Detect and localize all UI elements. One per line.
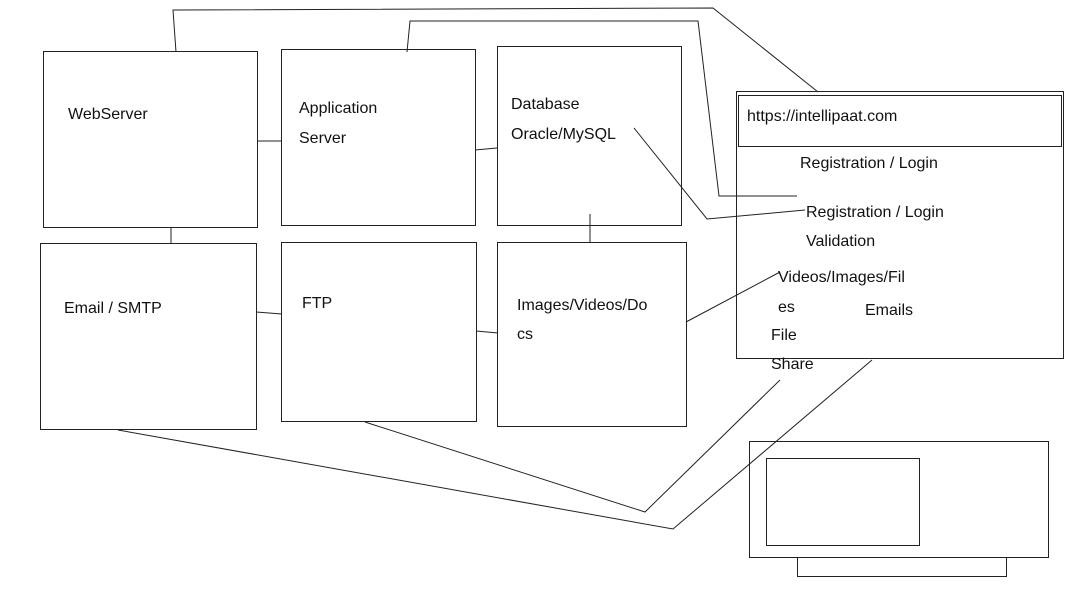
application-server-label-line2: Server bbox=[299, 130, 347, 147]
link-media-videos bbox=[685, 271, 781, 323]
email-smtp-box bbox=[40, 243, 257, 430]
application-server-box bbox=[281, 49, 476, 226]
link-email-browser bbox=[117, 359, 873, 530]
webserver-label: WebServer bbox=[68, 106, 148, 123]
media-storage-box bbox=[497, 242, 687, 427]
link-ftp-media bbox=[475, 330, 499, 334]
database-label-line1: Database bbox=[511, 96, 580, 113]
monitor-screen bbox=[766, 458, 920, 546]
media-storage-label-line1: Images/Videos/Do bbox=[517, 297, 648, 314]
url-bar bbox=[738, 95, 1062, 147]
email-smtp-label: Email / SMTP bbox=[64, 300, 162, 317]
file-share-label-line1: File bbox=[771, 327, 797, 344]
monitor-stand bbox=[797, 557, 1007, 577]
ftp-box bbox=[281, 242, 477, 422]
emails-label: Emails bbox=[865, 302, 914, 319]
registration-login-label: Registration / Login bbox=[800, 155, 938, 172]
videos-images-files-label-line2: es bbox=[778, 299, 795, 316]
ftp-label: FTP bbox=[302, 295, 333, 312]
file-share-label-line2: Share bbox=[771, 356, 814, 373]
database-label-line2: Oracle/MySQL bbox=[511, 126, 616, 143]
link-ftp-fileshare bbox=[364, 379, 781, 513]
link-appserver-registration bbox=[406, 20, 797, 197]
url-text: https://intellipaat.com bbox=[747, 108, 898, 125]
validation-label-line2: Validation bbox=[806, 233, 876, 250]
application-server-label-line1: Application bbox=[299, 100, 378, 117]
link-webserver-browser bbox=[172, 7, 819, 93]
link-database-validation bbox=[633, 127, 806, 220]
videos-images-files-label-line1: Videos/Images/Fil bbox=[778, 269, 905, 286]
link-email-ftp bbox=[255, 311, 283, 315]
validation-label-line1: Registration / Login bbox=[806, 204, 944, 221]
link-app-db bbox=[474, 147, 498, 151]
database-box bbox=[497, 46, 682, 226]
browser-window bbox=[736, 91, 1064, 359]
webserver-box bbox=[43, 51, 258, 228]
media-storage-label-line2: cs bbox=[517, 326, 533, 343]
